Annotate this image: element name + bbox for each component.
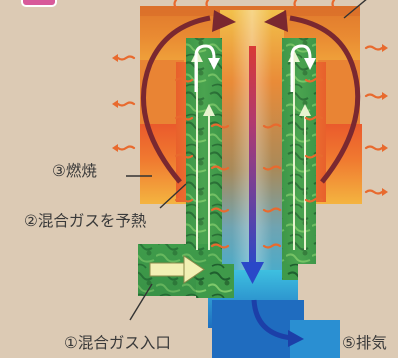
heat-wave-icon (112, 0, 388, 249)
central-flow-arrow (241, 46, 264, 284)
label-exhaust: ⑤排気 (342, 334, 387, 352)
recirculation-arrowhead-left (212, 10, 236, 32)
corner-badge (21, 0, 57, 7)
label-inlet: ①混合ガス入口 (64, 334, 171, 352)
label-combustion: ③燃焼 (52, 162, 97, 180)
recirculation-arrowhead-right (264, 10, 288, 32)
label-preheat: ②混合ガスを予熱 (24, 212, 147, 230)
recirculation-arrows (141, 15, 361, 184)
hook-arrow-icon (194, 44, 316, 92)
inlet-flow-arrow-icon (149, 255, 205, 284)
exhaust-flow-arrow-icon (251, 299, 304, 347)
leader-lines (126, 0, 367, 321)
